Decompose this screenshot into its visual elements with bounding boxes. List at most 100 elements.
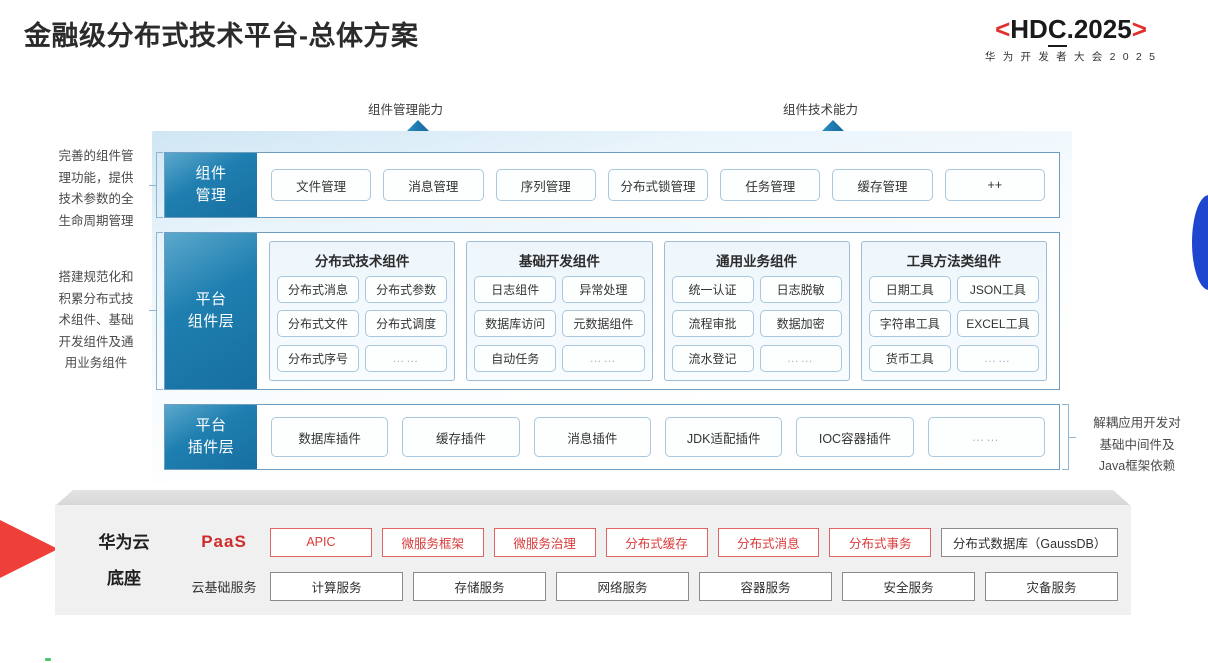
- base-platform-title: 华为云 底座: [98, 533, 150, 588]
- base-chip-compute-service[interactable]: 计算服务: [270, 571, 403, 601]
- base-chip-disaster-recovery-service[interactable]: 灾备服务: [985, 571, 1118, 601]
- hdc-left-bracket: <: [995, 14, 1011, 44]
- chip-distributed-message[interactable]: 分布式消息: [277, 276, 360, 303]
- hdc-logo: <HDC.2025> 华 为 开 发 者 大 会 2 0 2 5: [946, 14, 1196, 64]
- chip-more-plus[interactable]: ++: [944, 169, 1045, 201]
- base-platform-bevel: [55, 490, 1131, 506]
- chip-cache-management[interactable]: 缓存管理: [832, 169, 933, 201]
- chip-distributed-scheduling[interactable]: 分布式调度: [365, 310, 448, 338]
- hdc-logo-main: <HDC.2025>: [946, 14, 1196, 47]
- group-common-business-components: 通用业务组件 统一认证 日志脱敏 流程审批 数据加密 流水登记 ……: [663, 241, 850, 381]
- group-basic-dev-components: 基础开发组件 日志组件 异常处理 数据库访问 元数据组件 自动任务 ……: [466, 241, 653, 381]
- hdc-logo-sub: 华 为 开 发 者 大 会 2 0 2 5: [984, 51, 1158, 63]
- chip-database-access[interactable]: 数据库访问: [474, 310, 557, 338]
- blue-lens-decor: [1192, 195, 1208, 290]
- chip-basic-dev-more[interactable]: ……: [562, 344, 645, 372]
- chip-excel-tool[interactable]: EXCEL工具: [956, 310, 1039, 338]
- chip-distributed-more[interactable]: ……: [365, 344, 448, 372]
- row-component-management: 组件 管理 文件管理 消息管理 序列管理 分布式锁管理 任务管理 缓存管理 ++: [164, 152, 1060, 218]
- chip-plugin-more[interactable]: ……: [927, 417, 1045, 457]
- chip-task-management[interactable]: 任务管理: [720, 169, 821, 201]
- chip-unified-auth[interactable]: 统一认证: [671, 276, 754, 303]
- base-platform-rows: PaaS APIC 微服务框架 微服务治理 分布式缓存 分布式消息 分布式事务 …: [178, 524, 1119, 612]
- red-wedge-decor: [0, 503, 58, 595]
- side-note-left-mid: 搭建规范化和 积累分布式技 术组件、基础 开发组件及通 用业务组件: [58, 270, 134, 370]
- chip-log-component[interactable]: 日志组件: [474, 276, 557, 303]
- bracket-left-top: [156, 152, 163, 218]
- chip-metadata-component[interactable]: 元数据组件: [562, 310, 645, 338]
- row-body-platform-plugin-layer: 数据库插件 缓存插件 消息插件 JDK适配插件 IOC容器插件 ……: [257, 405, 1059, 469]
- group-title-common-business: 通用业务组件: [716, 254, 798, 269]
- chip-process-approval[interactable]: 流程审批: [671, 310, 754, 338]
- bracket-right: [1062, 404, 1069, 470]
- chip-ioc-container-plugin[interactable]: IOC容器插件: [796, 417, 914, 457]
- chip-date-tool[interactable]: 日期工具: [868, 276, 951, 303]
- chip-message-management[interactable]: 消息管理: [383, 169, 484, 201]
- group-grid-basic-dev: 日志组件 异常处理 数据库访问 元数据组件 自动任务 ……: [474, 276, 645, 374]
- bracket-tick-left-mid: [149, 310, 156, 312]
- chip-message-plugin[interactable]: 消息插件: [533, 417, 651, 457]
- chip-cache-plugin[interactable]: 缓存插件: [402, 417, 520, 457]
- base-chip-apic[interactable]: APIC: [270, 527, 372, 557]
- hdc-text-c: C: [1047, 14, 1067, 47]
- chip-common-business-more[interactable]: ……: [759, 344, 842, 372]
- group-distributed-tech-components: 分布式技术组件 分布式消息 分布式参数 分布式文件 分布式调度 分布式序号 ……: [269, 241, 456, 381]
- chip-json-tool[interactable]: JSON工具: [956, 276, 1039, 303]
- base-chip-distributed-database-gaussdb[interactable]: 分布式数据库（GaussDB）: [941, 527, 1119, 557]
- group-tool-method-components: 工具方法类组件 日期工具 JSON工具 字符串工具 EXCEL工具 货币工具 ……: [860, 241, 1047, 381]
- hdc-right-bracket: >: [1131, 14, 1147, 44]
- base-chip-microservice-framework[interactable]: 微服务框架: [381, 527, 484, 557]
- row-platform-component-layer: 平台 组件层 分布式技术组件 分布式消息 分布式参数 分布式文件 分布式调度 分…: [164, 232, 1060, 390]
- hdc-text-year: .2025: [1066, 14, 1132, 44]
- row-label-component-management: 组件 管理: [165, 153, 257, 217]
- row-platform-plugin-layer: 平台 插件层 数据库插件 缓存插件 消息插件 JDK适配插件 IOC容器插件 ……: [164, 404, 1060, 470]
- chip-data-encryption[interactable]: 数据加密: [759, 310, 842, 338]
- chip-database-plugin[interactable]: 数据库插件: [271, 417, 389, 457]
- base-chip-distributed-message[interactable]: 分布式消息: [717, 527, 820, 557]
- row-label-platform-component-layer: 平台 组件层: [165, 233, 257, 389]
- chip-distributed-parameter[interactable]: 分布式参数: [365, 276, 448, 303]
- base-chip-network-service[interactable]: 网络服务: [556, 571, 689, 601]
- base-chip-security-service[interactable]: 安全服务: [842, 571, 975, 601]
- chip-exception-handling[interactable]: 异常处理: [562, 276, 645, 303]
- group-grid-tool-method: 日期工具 JSON工具 字符串工具 EXCEL工具 货币工具 ……: [868, 276, 1039, 374]
- chip-log-masking[interactable]: 日志脱敏: [759, 276, 842, 303]
- base-chip-container-service[interactable]: 容器服务: [699, 571, 832, 601]
- base-chip-distributed-transaction[interactable]: 分布式事务: [829, 527, 932, 557]
- bracket-left-mid: [156, 232, 163, 390]
- green-marker-decor: [45, 658, 51, 661]
- chip-currency-tool[interactable]: 货币工具: [868, 344, 951, 372]
- chip-file-management[interactable]: 文件管理: [271, 169, 372, 201]
- row-body-platform-component-layer: 分布式技术组件 分布式消息 分布式参数 分布式文件 分布式调度 分布式序号 ………: [257, 233, 1059, 389]
- base-row-label-paas: PaaS: [201, 532, 247, 551]
- base-chip-microservice-governance[interactable]: 微服务治理: [493, 527, 596, 557]
- base-row-label-infrastructure: 云基础服务: [191, 579, 257, 595]
- arrow-label-component-tech: 组件技术能力: [783, 103, 859, 117]
- group-title-basic-dev: 基础开发组件: [518, 254, 600, 269]
- base-row-items-infrastructure: 计算服务 存储服务 网络服务 容器服务 安全服务 灾备服务: [270, 571, 1118, 601]
- chip-transaction-registry[interactable]: 流水登记: [671, 344, 754, 372]
- side-note-left-top: 完善的组件管 理功能，提供 技术参数的全 生命周期管理: [58, 149, 134, 228]
- chip-distributed-lock-management[interactable]: 分布式锁管理: [607, 169, 709, 201]
- chip-distributed-sequence[interactable]: 分布式序号: [277, 344, 360, 372]
- chip-jdk-adapter-plugin[interactable]: JDK适配插件: [664, 417, 783, 457]
- chip-tool-method-more[interactable]: ……: [956, 344, 1039, 372]
- bracket-tick-right: [1069, 437, 1076, 439]
- base-chip-distributed-cache[interactable]: 分布式缓存: [605, 527, 708, 557]
- chip-sequence-management[interactable]: 序列管理: [495, 169, 596, 201]
- page-title: 金融级分布式技术平台-总体方案: [24, 21, 419, 51]
- chip-distributed-file[interactable]: 分布式文件: [277, 310, 360, 338]
- group-title-tool-method: 工具方法类组件: [906, 254, 1002, 269]
- base-row-infrastructure: 云基础服务 计算服务 存储服务 网络服务 容器服务 安全服务 灾备服务: [178, 568, 1118, 604]
- chip-auto-task[interactable]: 自动任务: [474, 344, 557, 372]
- chip-string-tool[interactable]: 字符串工具: [868, 310, 951, 338]
- arrow-label-component-mgmt: 组件管理能力: [368, 103, 444, 117]
- row-label-platform-plugin-layer: 平台 插件层: [165, 405, 257, 469]
- hdc-text-hd: HD: [1010, 14, 1048, 44]
- bracket-tick-left-top: [149, 185, 156, 187]
- base-row-paas: PaaS APIC 微服务框架 微服务治理 分布式缓存 分布式消息 分布式事务 …: [178, 524, 1119, 560]
- row-body-component-management: 文件管理 消息管理 序列管理 分布式锁管理 任务管理 缓存管理 ++: [257, 153, 1059, 217]
- base-chip-storage-service[interactable]: 存储服务: [413, 571, 546, 601]
- side-note-right: 解耦应用开发对 基础中间件及 Java框架依赖: [1093, 416, 1181, 473]
